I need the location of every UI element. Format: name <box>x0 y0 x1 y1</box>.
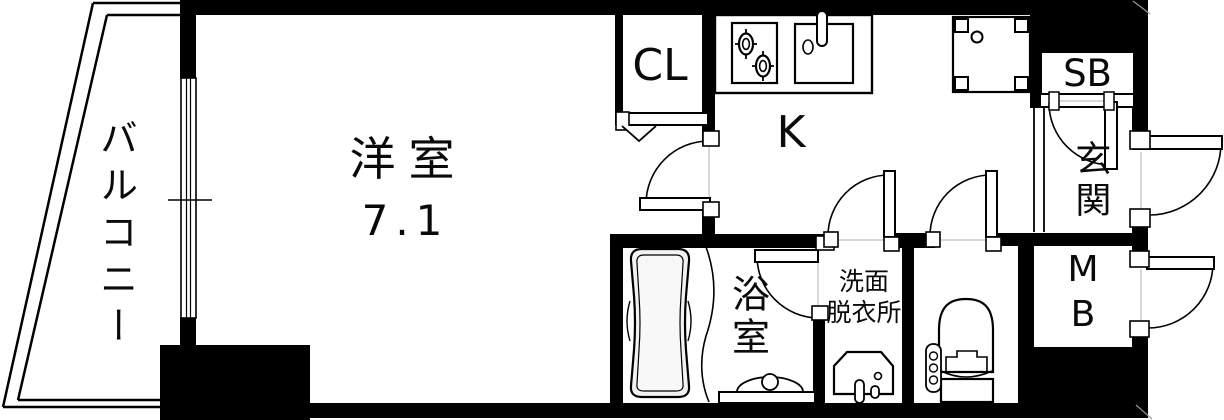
wall-closet-left <box>615 15 623 125</box>
meter-box-label-line1: M <box>1067 249 1099 290</box>
door-swing-arc <box>756 255 819 319</box>
faucet-icon <box>816 10 828 47</box>
door-leaf <box>1146 256 1215 270</box>
door-room-kitchen <box>639 130 720 218</box>
genkan-step-edge <box>1033 108 1045 232</box>
door-hinge-icon <box>823 231 839 248</box>
door-swing-arc <box>929 174 992 237</box>
bathtub-icon <box>626 247 692 399</box>
door-hinge-icon <box>811 305 829 321</box>
door-washroom <box>823 170 900 252</box>
stove-burner-icon <box>735 29 757 59</box>
wall-bottom-left-block <box>160 345 310 420</box>
door-hinge-icon <box>1103 91 1115 111</box>
stove-icon <box>730 21 779 85</box>
door-hinge-icon <box>1129 208 1151 228</box>
door-hinge-icon <box>925 231 941 248</box>
balcony-label: バルコニー <box>93 118 138 353</box>
door-leaf <box>985 170 998 238</box>
wall-top <box>180 0 1148 15</box>
door-hinge-icon <box>702 201 720 218</box>
door-leaf <box>754 249 819 263</box>
meter-box-label: M B <box>1034 247 1132 337</box>
kitchen-label: K <box>776 107 806 158</box>
entrance-label: 玄関 <box>1069 140 1111 222</box>
washroom-label-line1: 洗面 <box>838 267 889 296</box>
shoe-box-label: SB <box>1063 52 1112 95</box>
wall-left-upper <box>180 13 196 79</box>
washing-machine-pan-icon <box>951 15 1032 94</box>
balcony-outline <box>1 1 180 409</box>
shoe-box-niche <box>1042 53 1133 95</box>
meter-box-label-line2: B <box>1070 294 1096 335</box>
shower-knob-icon <box>761 373 779 391</box>
door-hinge-icon <box>883 236 900 252</box>
door-hinge-icon <box>702 130 720 147</box>
door-leaf <box>883 170 896 238</box>
wall-washroom-right <box>902 248 914 405</box>
bathroom-partition-curve <box>700 246 715 403</box>
wall-left-lower <box>180 317 196 347</box>
door-swing-arc <box>827 174 890 237</box>
door-leaf <box>1147 135 1223 150</box>
bathroom-counter-icon <box>718 373 816 404</box>
washroom-label: 洗面 脱衣所 <box>822 266 906 328</box>
door-swing-arc <box>1147 262 1214 329</box>
kitchen-counter-icon <box>713 10 874 95</box>
door-entrance <box>1129 130 1223 228</box>
door-swing-arc <box>1048 102 1112 166</box>
corner-mark-top-right <box>1132 0 1151 15</box>
wall-bathroom-left <box>610 246 623 406</box>
door-toilet <box>925 170 1002 252</box>
door-shoe-box <box>1039 91 1135 170</box>
door-hinge-icon <box>1129 320 1150 338</box>
closet-door-icon <box>615 111 709 143</box>
wall-bottom <box>310 403 1148 418</box>
door-hinge-icon <box>1048 91 1060 111</box>
wall-genkan-mb-divider <box>995 233 1148 246</box>
washroom-label-line2: 脱衣所 <box>826 298 902 327</box>
door-leaf <box>639 197 711 211</box>
door-hinge-icon <box>1129 130 1151 150</box>
balcony-window-icon <box>168 77 212 319</box>
door-swing-arc <box>1149 141 1222 216</box>
corner-mark-bottom-right <box>1135 404 1153 420</box>
wall-bottom-right-mass <box>1020 347 1148 418</box>
wall-right-upper <box>1132 0 1148 150</box>
wall-washroom-top <box>893 233 935 248</box>
door-meter-box <box>1129 250 1215 338</box>
bathroom-label: 浴室 <box>725 274 770 360</box>
sink-drain-icon <box>802 39 814 55</box>
wall-washroom-left-lower <box>813 313 825 405</box>
washbasin-icon <box>832 350 895 404</box>
western-room-size: 7.1 <box>361 196 450 245</box>
toilet-icon <box>925 297 995 404</box>
door-hinge-icon <box>985 236 1002 252</box>
western-room-label: 洋室 <box>349 132 468 186</box>
stove-burner-icon <box>752 51 774 81</box>
wall-toilet-right <box>1018 245 1034 405</box>
wall-bathroom-top <box>610 234 828 248</box>
closet-label: CL <box>632 40 688 91</box>
door-swing-arc <box>645 140 710 205</box>
door-hinge-icon <box>1129 250 1150 268</box>
